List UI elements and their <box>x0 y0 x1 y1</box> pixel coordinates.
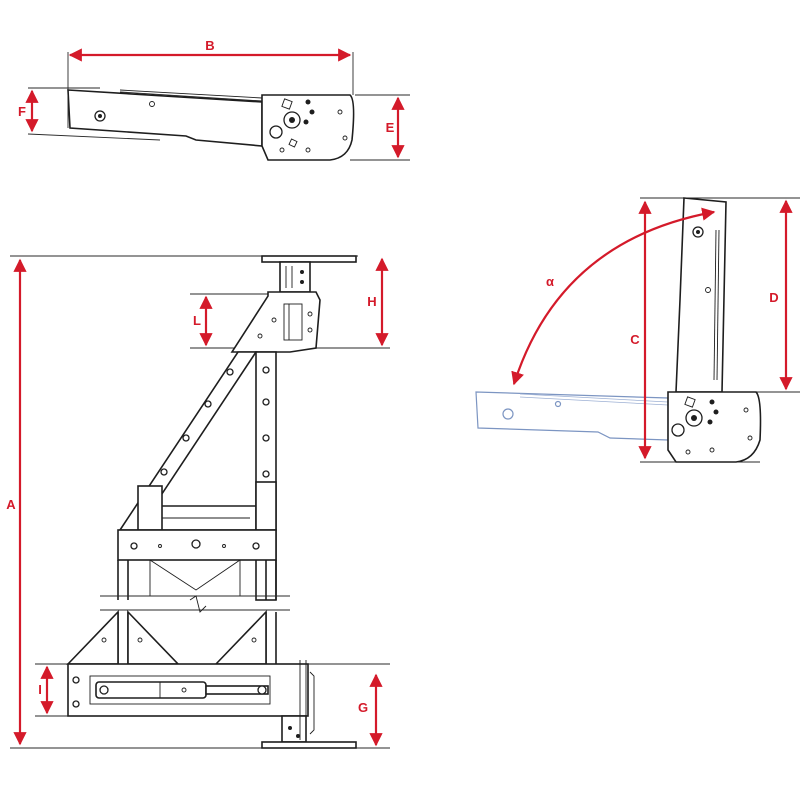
label-l: L <box>193 313 201 328</box>
label-e: E <box>386 120 395 135</box>
label-alpha: α <box>546 274 554 289</box>
label-c: C <box>630 332 640 347</box>
label-i: I <box>38 682 42 697</box>
top-view: B F E <box>18 38 410 161</box>
label-f: F <box>18 104 26 119</box>
dimension-arc-alpha <box>511 207 716 386</box>
label-b: B <box>205 38 214 53</box>
front-view: A H L I G <box>6 255 390 749</box>
label-a: A <box>6 497 16 512</box>
label-g: G <box>358 700 368 715</box>
opened-view: α C D <box>475 197 800 463</box>
label-d: D <box>769 290 778 305</box>
label-h: H <box>367 294 376 309</box>
